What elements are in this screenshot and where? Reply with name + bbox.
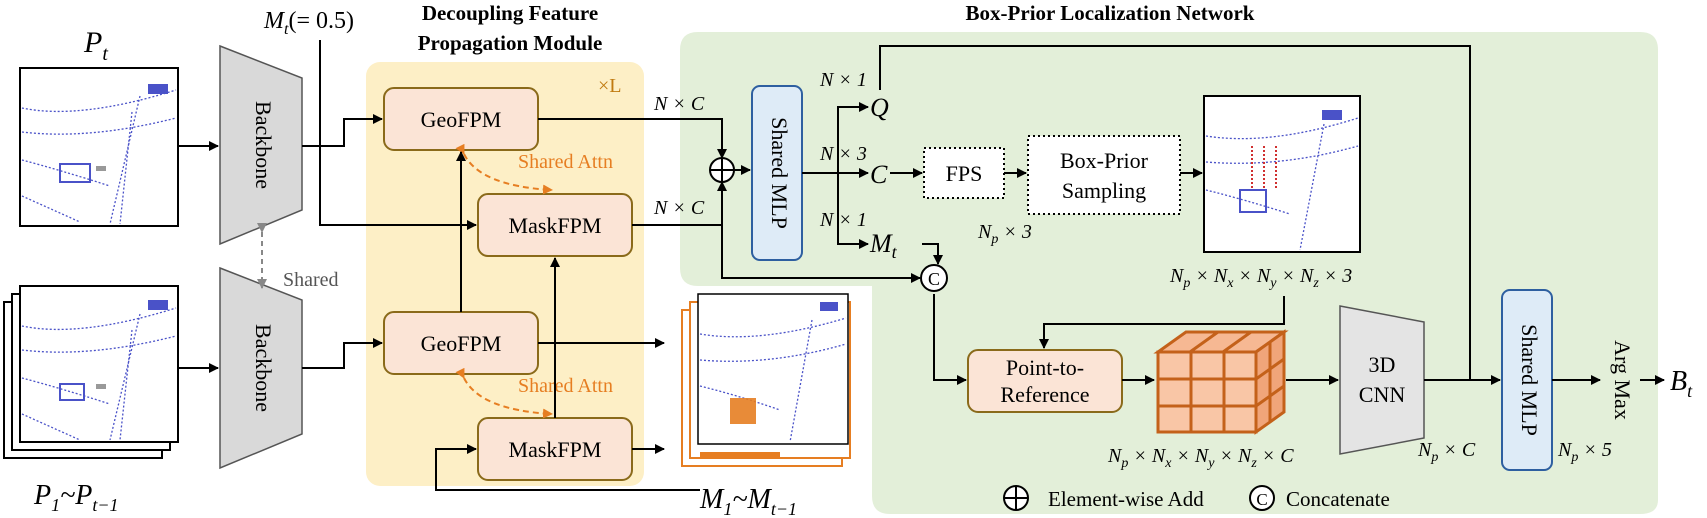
arrow-samples-to-p2r bbox=[1039, 296, 1285, 349]
box-prior-sampling-block bbox=[1027, 135, 1181, 215]
sampled-point-cloud bbox=[1203, 95, 1361, 253]
prev-masks-label: M1~Mt−1 bbox=[699, 484, 797, 518]
concatenate-node-symbol: C bbox=[928, 269, 940, 289]
p2r-label-2: Reference bbox=[1000, 382, 1089, 407]
q-output: Q bbox=[870, 93, 889, 122]
mt-threshold-label: Mt(= 0.5) bbox=[263, 8, 354, 38]
fps-label: FPS bbox=[946, 161, 983, 186]
legend-concat-symbol: C bbox=[1256, 490, 1267, 509]
mt-output: Mt bbox=[869, 229, 898, 262]
backbone-bottom-label: Backbone bbox=[251, 324, 276, 412]
concatenate-node bbox=[920, 264, 948, 292]
sample-dims: Np × Nx × Ny × Nz × 3 bbox=[1169, 265, 1352, 291]
mlp-output-connectors bbox=[721, 45, 1471, 385]
c-output: C bbox=[870, 160, 888, 189]
cnn-label-1: 3D bbox=[1369, 352, 1396, 377]
shared-attn-bottom-label: Shared Attn bbox=[518, 375, 613, 397]
bpln-title: Box-Prior Localization Network bbox=[966, 1, 1255, 25]
backbone-top-label: Backbone bbox=[251, 101, 276, 189]
backbone-top bbox=[219, 44, 303, 246]
np5-dim: Np × 5 bbox=[1557, 439, 1612, 465]
current-frame-point-cloud bbox=[19, 67, 179, 227]
legend-concat-label: Concatenate bbox=[1286, 487, 1390, 511]
prev-frames-label: P1~Pt−1 bbox=[33, 480, 119, 515]
previous-frames-point-cloud bbox=[3, 285, 179, 459]
shared-attn-top-label: Shared Attn bbox=[518, 151, 613, 173]
fps-block bbox=[923, 147, 1005, 199]
cube-dims: Np × Nx × Ny × Nz × C bbox=[1107, 445, 1294, 471]
box-prior-label-2: Sampling bbox=[1062, 178, 1146, 203]
dfpm-panel bbox=[366, 62, 644, 486]
shared-attn-bottom-link bbox=[455, 367, 553, 419]
p2r-label-1: Point-to- bbox=[1006, 355, 1084, 380]
np3-dim: Np × 3 bbox=[977, 221, 1032, 247]
n1-bottom-dim: N × 1 bbox=[819, 209, 867, 231]
maskfpm-top-label: MaskFPM bbox=[509, 213, 602, 238]
cnn-3d-block bbox=[1339, 305, 1425, 455]
dfpm-connectors bbox=[302, 40, 700, 491]
box-prior-label-1: Box-Prior bbox=[1060, 148, 1149, 173]
repeat-label: ×L bbox=[598, 75, 622, 97]
cnn-label-2: CNN bbox=[1359, 382, 1406, 407]
voxel-cube bbox=[1153, 329, 1289, 435]
maskfpm-bottom-label: MaskFPM bbox=[509, 437, 602, 462]
n1-top-dim: N × 1 bbox=[819, 69, 867, 91]
nc-top-dim: N × C bbox=[653, 93, 705, 115]
legend-concat-icon bbox=[1249, 485, 1275, 511]
legend: Element-wise Add C Concatenate bbox=[1003, 485, 1390, 511]
shared-attn-top-link bbox=[455, 143, 553, 195]
geofpm-top-label: GeoFPM bbox=[421, 107, 502, 132]
shared-mlp-right-label: Shared MLP bbox=[1517, 324, 1542, 436]
dfpm-title-line2: Propagation Module bbox=[418, 31, 603, 55]
n3-dim: N × 3 bbox=[819, 143, 867, 165]
legend-add-label: Element-wise Add bbox=[1048, 487, 1204, 511]
shared-label: Shared bbox=[283, 269, 339, 291]
shared-mlp-main-label: Shared MLP bbox=[767, 117, 792, 229]
pt-label: Pt bbox=[83, 26, 108, 65]
bt-output: Bt bbox=[1670, 366, 1693, 401]
mask-output-thumbnails bbox=[681, 293, 851, 467]
nc-bottom-dim: N × C bbox=[653, 197, 705, 219]
argmax-label: Arg Max bbox=[1610, 340, 1635, 420]
dfpm-title-line1: Decoupling Feature bbox=[422, 1, 598, 25]
npc-dim: Np × C bbox=[1417, 439, 1476, 465]
geofpm-bottom-label: GeoFPM bbox=[421, 331, 502, 356]
backbone-bottom bbox=[219, 266, 303, 470]
